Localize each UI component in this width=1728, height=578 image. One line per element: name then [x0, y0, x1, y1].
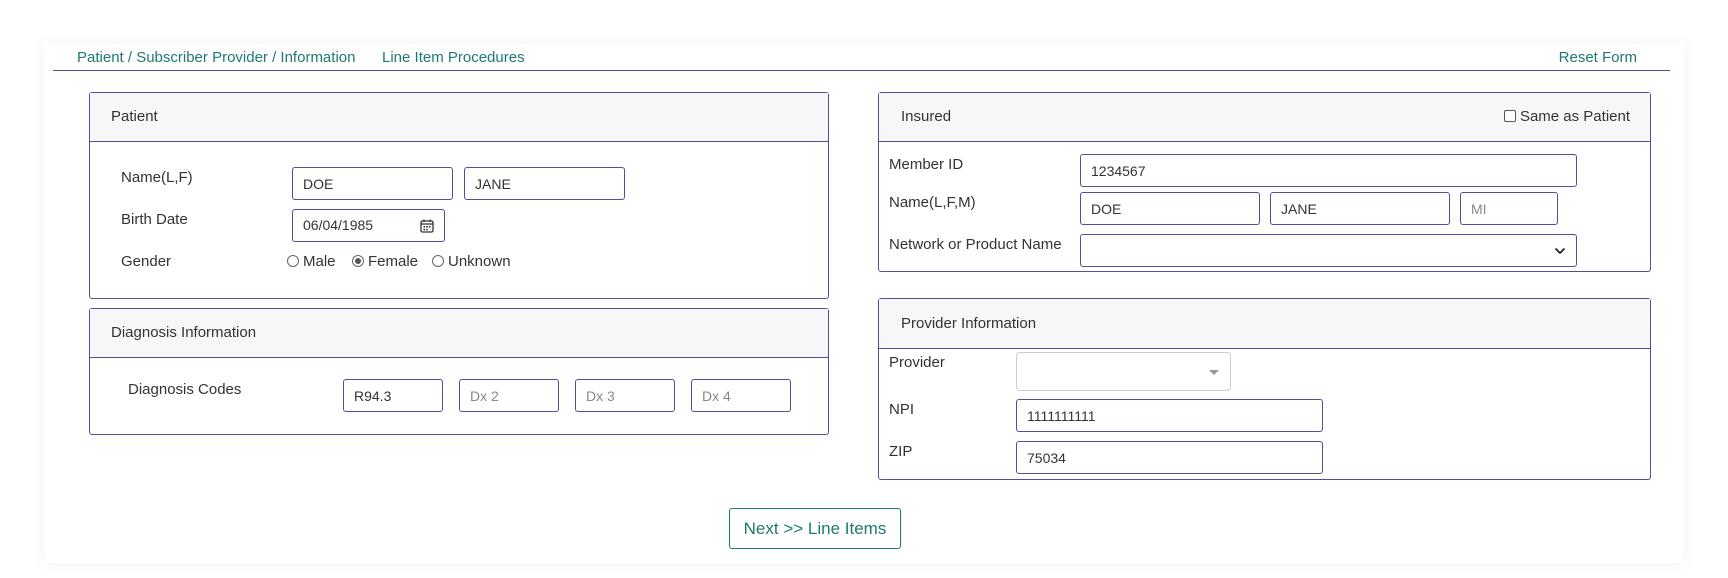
birth-date-input[interactable]: 06/04/1985: [292, 209, 445, 242]
zip-input[interactable]: [1016, 441, 1323, 474]
npi-label: NPI: [889, 401, 915, 418]
patient-first-name-input[interactable]: [464, 167, 625, 200]
gender-unknown-label: Unknown: [448, 253, 511, 270]
tab-patient-subscriber-provider[interactable]: Patient / Subscriber Provider / Informat…: [77, 49, 356, 66]
insured-first-name-input[interactable]: [1270, 192, 1450, 225]
insured-name-label: Name(L,F,M): [889, 194, 976, 211]
patient-panel: Patient: [89, 92, 829, 299]
gender-unknown-radio[interactable]: Unknown: [432, 253, 511, 270]
diagnosis-code-1-input[interactable]: [343, 379, 443, 412]
chevron-down-icon: [1554, 247, 1566, 255]
calendar-icon[interactable]: [420, 219, 434, 233]
network-product-label: Network or Product Name: [889, 236, 1062, 253]
provider-label: Provider: [889, 354, 945, 371]
patient-last-name-input[interactable]: [292, 167, 453, 200]
diagnosis-panel: Diagnosis Information: [89, 308, 829, 435]
radio-circle[interactable]: [432, 255, 444, 267]
member-id-input[interactable]: [1080, 154, 1577, 187]
radio-circle[interactable]: [287, 255, 299, 267]
gender-label: Gender: [121, 253, 172, 270]
checkbox-box[interactable]: [1503, 110, 1516, 122]
caret-down-icon: [1209, 370, 1219, 375]
diagnosis-codes-label: Diagnosis Codes: [128, 381, 242, 398]
insured-last-name-input[interactable]: [1080, 192, 1260, 225]
diagnosis-panel-header: Diagnosis Information: [90, 309, 828, 358]
diagnosis-code-3-input[interactable]: [575, 379, 675, 412]
npi-input[interactable]: [1016, 399, 1323, 432]
insured-panel-title: Insured: [901, 108, 952, 125]
provider-panel-title: Provider Information: [901, 315, 1037, 332]
network-product-select[interactable]: [1080, 234, 1577, 267]
next-line-items-button[interactable]: Next >> Line Items: [729, 508, 901, 549]
gender-male-radio[interactable]: Male: [287, 253, 336, 270]
same-as-patient-label: Same as Patient: [1519, 108, 1630, 125]
zip-label: ZIP: [889, 443, 913, 460]
tab-line-item-procedures[interactable]: Line Item Procedures: [382, 49, 525, 66]
provider-panel-header: Provider Information: [879, 299, 1650, 349]
patient-name-label: Name(L,F): [121, 169, 193, 186]
reset-form-link[interactable]: Reset Form: [1558, 49, 1637, 66]
birth-date-label: Birth Date: [121, 211, 188, 228]
diagnosis-code-4-input[interactable]: [691, 379, 791, 412]
birth-date-value: 06/04/1985: [303, 217, 374, 233]
provider-select[interactable]: [1016, 352, 1231, 391]
insured-panel-header: Insured Same as Patient: [879, 93, 1650, 142]
patient-panel-title: Patient: [111, 108, 158, 125]
gender-male-label: Male: [303, 253, 336, 270]
patient-panel-header: Patient: [90, 93, 828, 142]
diagnosis-code-2-input[interactable]: [459, 379, 559, 412]
insured-middle-initial-input[interactable]: [1460, 192, 1558, 225]
gender-female-label: Female: [368, 253, 419, 270]
diagnosis-panel-title: Diagnosis Information: [111, 324, 257, 341]
gender-female-radio[interactable]: Female: [352, 253, 418, 270]
member-id-label: Member ID: [889, 156, 964, 173]
form-tabs: Patient / Subscriber Provider / Informat…: [53, 43, 1670, 71]
radio-circle-selected[interactable]: [352, 255, 364, 267]
same-as-patient-checkbox[interactable]: Same as Patient: [1503, 108, 1630, 125]
